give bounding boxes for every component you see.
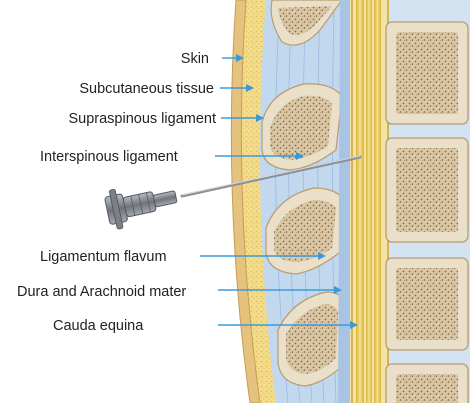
label-skin: Skin: [181, 51, 209, 67]
label-supraspinous-ligament: Supraspinous ligament: [68, 111, 216, 127]
label-cauda-equina: Cauda equina: [53, 318, 144, 334]
ligamentum-flavum-band: [338, 0, 352, 403]
vertebral-column: [386, 0, 470, 403]
label-interspinous-ligament: Interspinous ligament: [40, 149, 178, 165]
label-ligamentum-flavum: Ligamentum flavum: [40, 249, 167, 265]
label-dura-arachnoid-mater: Dura and Arachnoid mater: [17, 284, 186, 300]
label-subcutaneous-tissue: Subcutaneous tissue: [79, 81, 214, 97]
